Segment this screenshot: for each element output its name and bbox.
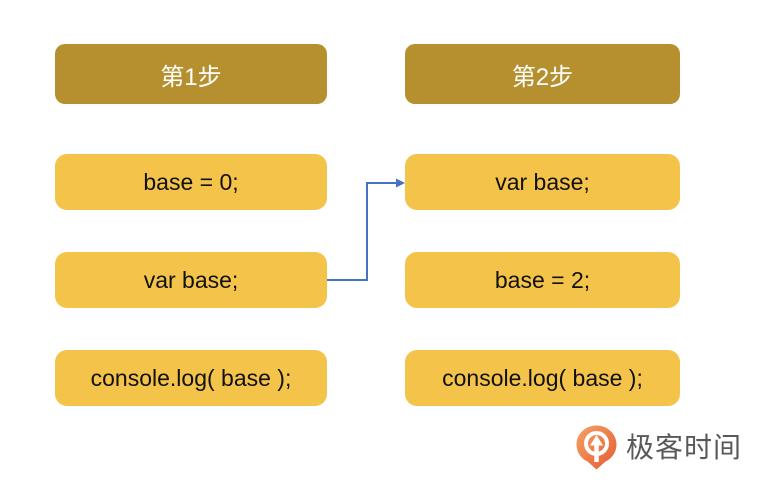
step1-code-box-3: console.log( base ); xyxy=(55,350,327,406)
step2-code-box-3: console.log( base ); xyxy=(405,350,680,406)
step2-code-box-1: var base; xyxy=(405,154,680,210)
step2-code-box-2: base = 2; xyxy=(405,252,680,308)
step2-header: 第2步 xyxy=(405,44,680,104)
step1-header: 第1步 xyxy=(55,44,327,104)
step1-code-box-1: base = 0; xyxy=(55,154,327,210)
logo-text: 极客时间 xyxy=(626,431,743,463)
step1-code-box-2: var base; xyxy=(55,252,327,308)
flow-arrow xyxy=(327,178,405,281)
geektime-logo: 极客时间 xyxy=(576,425,742,470)
geektime-pin-icon xyxy=(576,425,617,470)
